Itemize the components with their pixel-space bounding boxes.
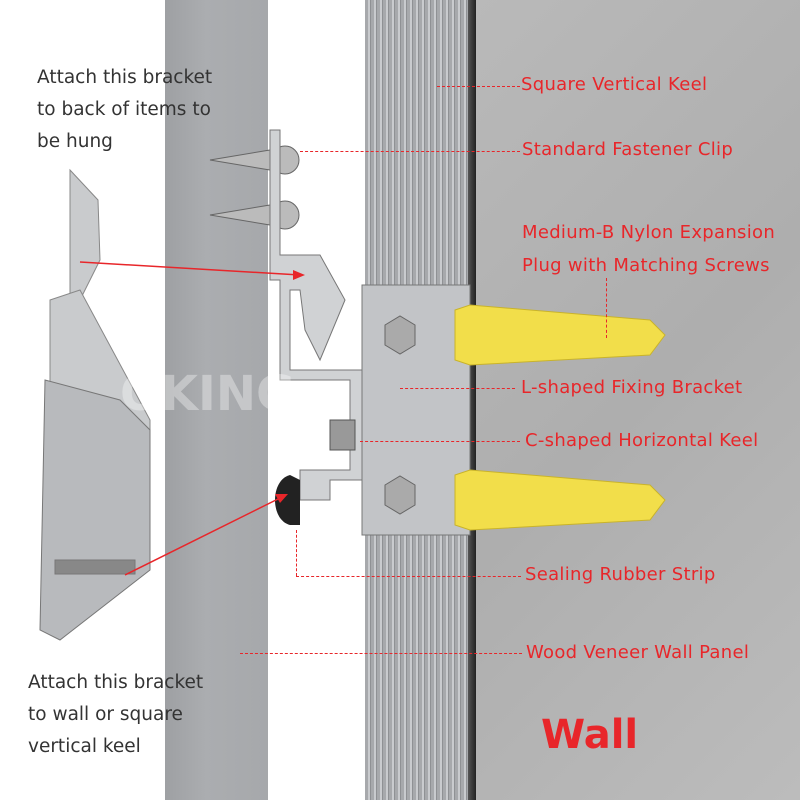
wall-title: Wall — [541, 712, 639, 758]
label-square-vertical-keel: Square Vertical Keel — [521, 74, 708, 95]
label-nylon-plug-line2: Plug with Matching Screws — [522, 255, 770, 276]
leader-line — [296, 576, 521, 577]
note-top: Attach this bracket to back of items to … — [37, 62, 212, 158]
wood-veneer-panel — [165, 0, 268, 800]
label-wood-veneer-panel: Wood Veneer Wall Panel — [526, 642, 750, 663]
left-bracket-bottom — [39, 379, 151, 641]
label-l-shaped-bracket: L-shaped Fixing Bracket — [521, 377, 743, 398]
leader-line — [400, 388, 515, 389]
note-line: Attach this bracket — [28, 672, 204, 693]
l-shaped-bracket — [361, 284, 471, 536]
sealing-rubber-strip — [275, 475, 300, 525]
leader-line — [296, 530, 297, 576]
nut — [329, 419, 356, 451]
leader-line — [437, 86, 520, 87]
bolt-icon — [384, 315, 416, 515]
leader-line — [360, 441, 520, 442]
nylon-expansion-plug — [454, 304, 666, 531]
label-standard-fastener-clip: Standard Fastener Clip — [522, 139, 734, 160]
leader-line — [606, 278, 607, 338]
note-line: to wall or square — [28, 704, 183, 725]
label-nylon-plug-line1: Medium-B Nylon Expansion — [522, 222, 776, 243]
note-bottom: Attach this bracket to wall or square ve… — [28, 667, 203, 763]
note-line: Attach this bracket — [37, 67, 213, 88]
note-line: to back of items to — [37, 99, 211, 120]
wall — [476, 0, 800, 800]
note-line: be hung — [37, 131, 113, 152]
note-line: vertical keel — [28, 736, 141, 757]
leader-line — [300, 151, 520, 152]
keel-edge — [468, 0, 476, 800]
watermark-logo: OKING — [120, 366, 295, 422]
leader-line — [240, 653, 522, 654]
label-sealing-strip: Sealing Rubber Strip — [525, 564, 716, 585]
label-c-shaped-keel: C-shaped Horizontal Keel — [525, 430, 759, 451]
